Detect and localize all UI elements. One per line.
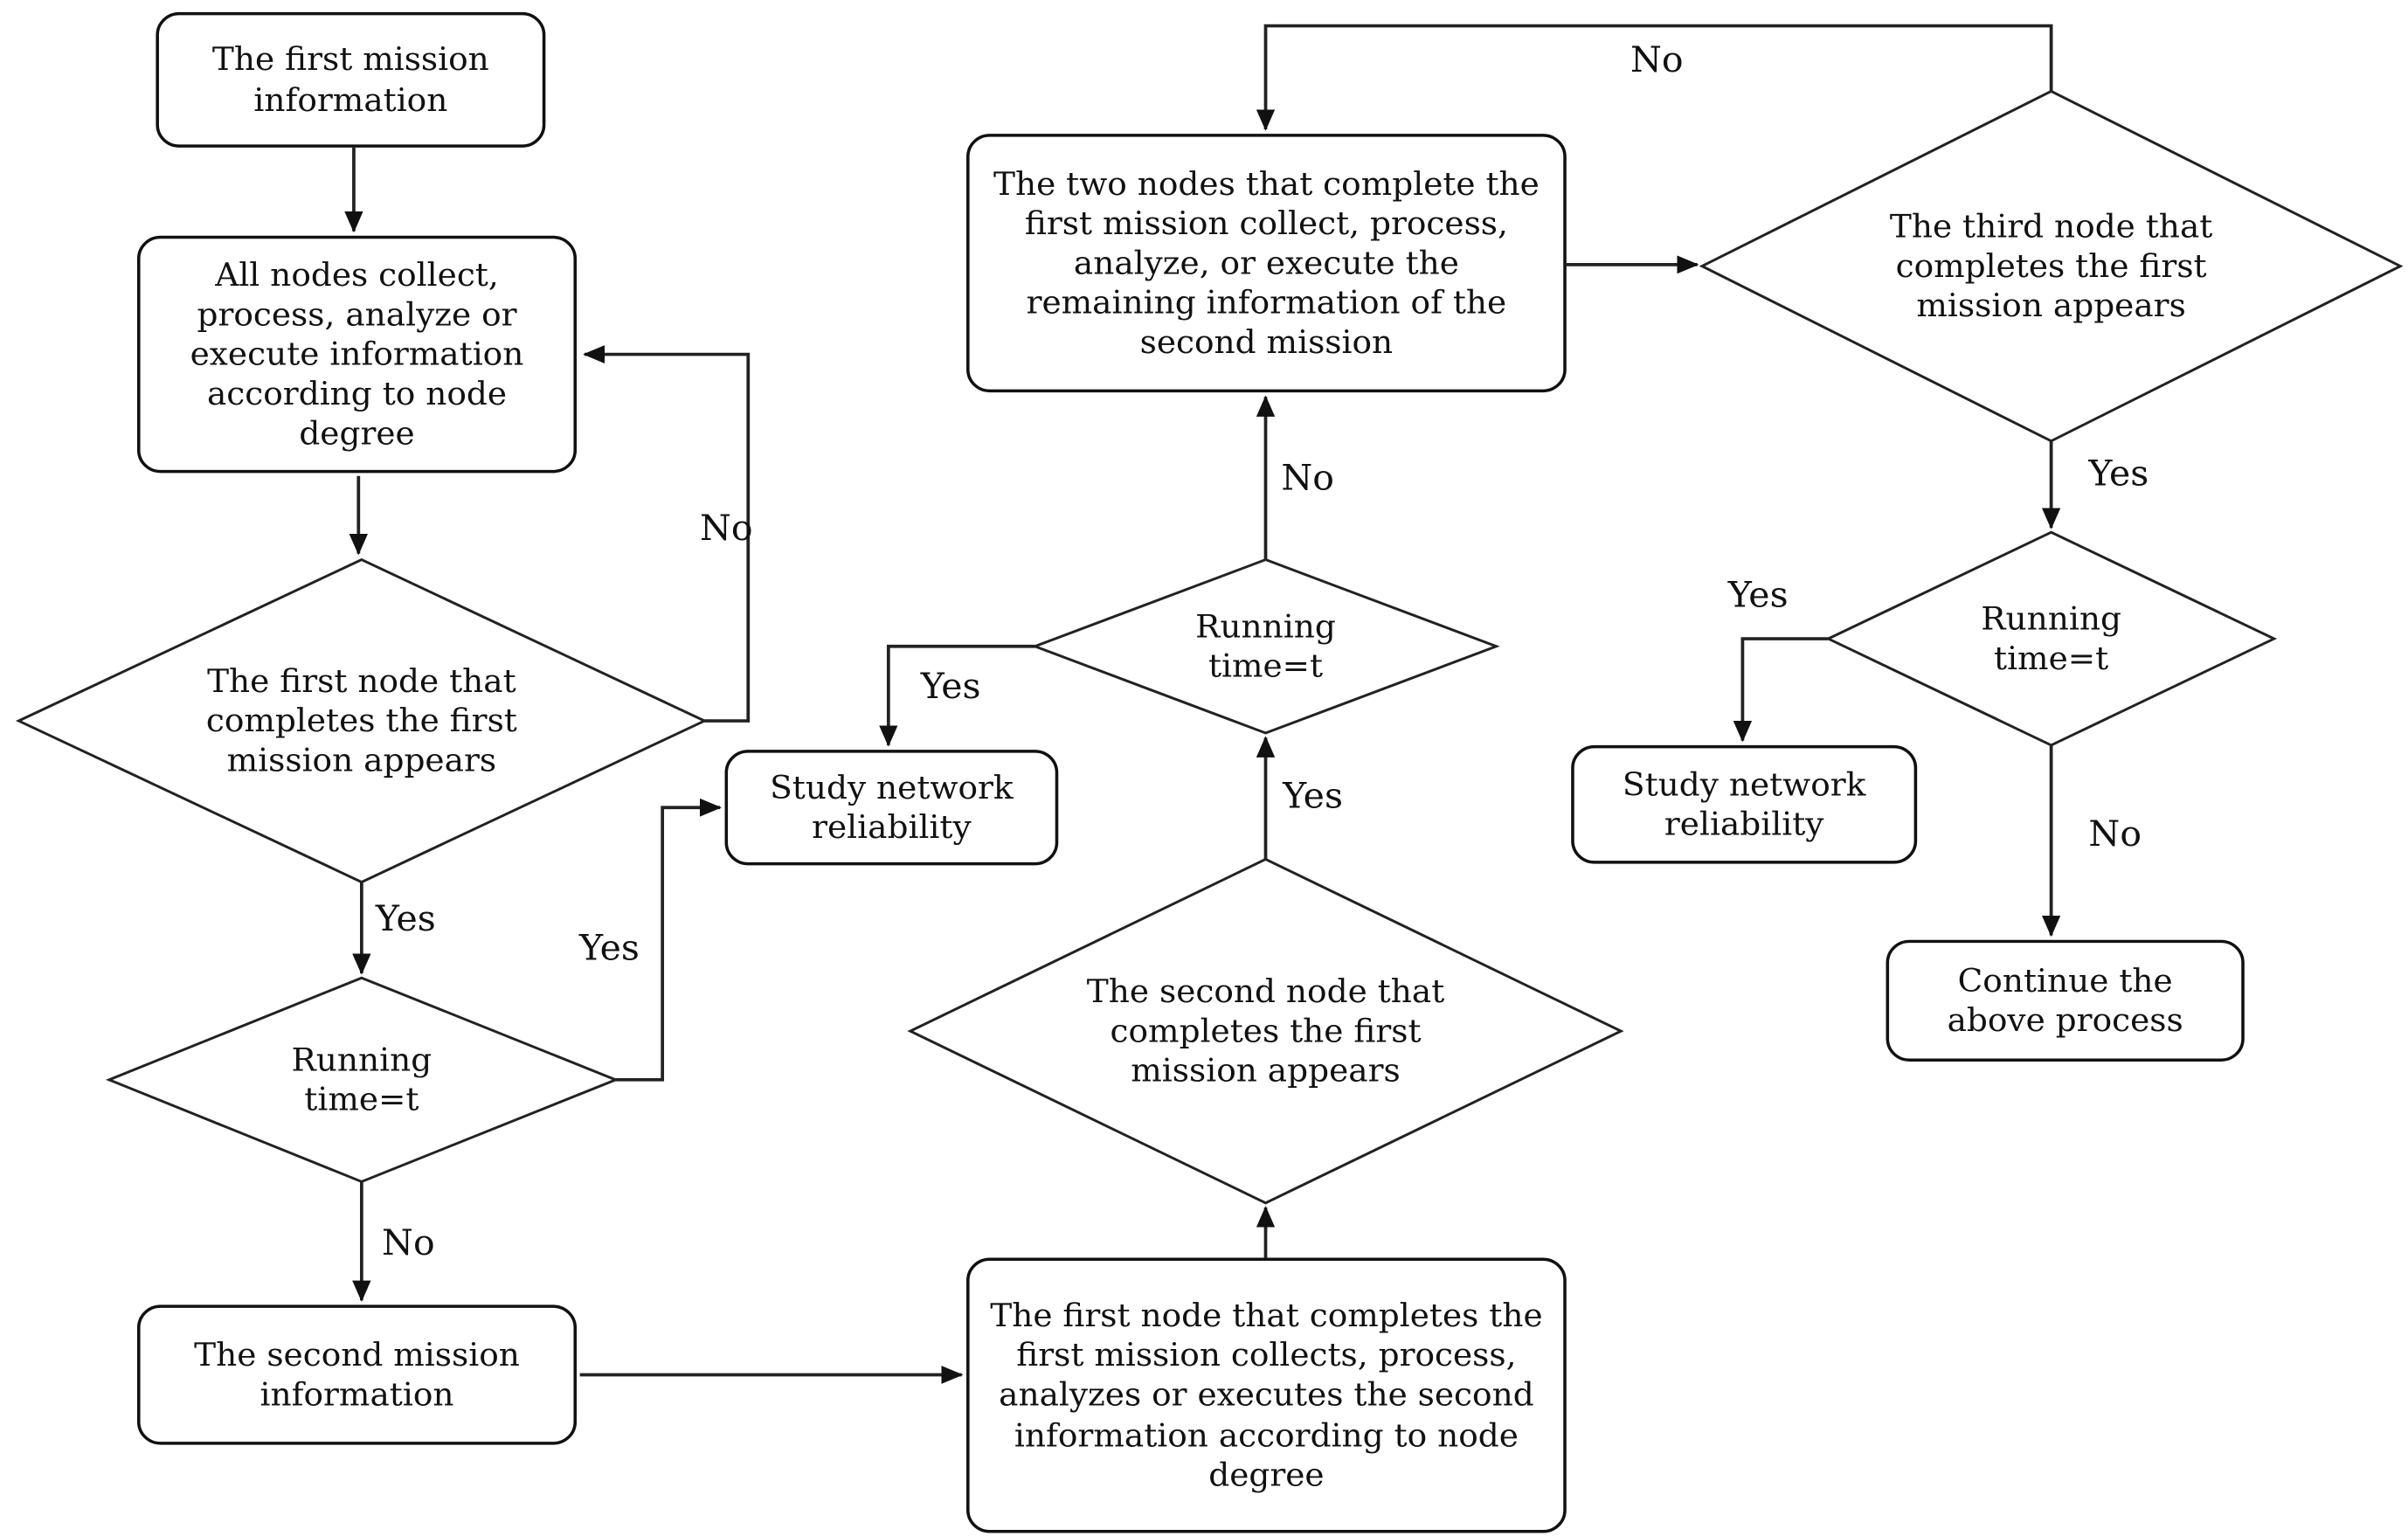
node-label: Continue the above process (1947, 962, 2183, 1039)
node-label: The second mission information (194, 1336, 520, 1414)
diamond-second-node-appears (907, 857, 1624, 1205)
node-study-network-reliability-1: Study network reliability (724, 750, 1059, 866)
edge-label-running3-no: No (2088, 814, 2142, 855)
node-label: All nodes collect, process, analyze or e… (190, 257, 524, 453)
diamond-running-time-3 (1825, 530, 2278, 747)
diamond-running-time-2 (1031, 557, 1500, 735)
node-third-node-appears: The third node that completes the first … (1879, 175, 2222, 357)
node-two-nodes-process-remaining: The two nodes that complete the first mi… (966, 134, 1567, 393)
node-continue-above-process: Continue the above process (1886, 939, 2245, 1062)
edge-label-third-node-yes: Yes (2088, 454, 2149, 495)
edge-running3-yes (1733, 637, 1829, 743)
edge-label-running1-yes: Yes (579, 929, 640, 969)
edge-label-first-node-no: No (699, 509, 753, 550)
node-label: Study network reliability (770, 769, 1014, 846)
node-second-mission-info: The second mission information (136, 1304, 578, 1445)
diamond-first-node-appears (15, 557, 708, 884)
node-running-time-2: Running time=t (1149, 601, 1383, 692)
node-label: Running time=t (291, 1041, 432, 1118)
edge-label-running2-no: No (1281, 459, 1334, 499)
edge-label-second-node-yes: Yes (1283, 777, 1344, 817)
diamond-third-node-appears (1699, 89, 2404, 443)
node-study-network-reliability-2: Study network reliability (1571, 744, 1918, 864)
node-all-nodes-collect: All nodes collect, process, analyze or e… (136, 235, 578, 474)
node-label: The first node that completes the first … (990, 1297, 1543, 1493)
node-label: Study network reliability (1622, 766, 1866, 843)
edge-running1-yes (615, 798, 722, 1082)
diamond-running-time-1 (105, 976, 619, 1184)
node-running-time-3: Running time=t (1934, 593, 2169, 684)
node-first-node-appears: The first node that completes the first … (190, 630, 533, 813)
edge-label-running1-no: No (382, 1224, 435, 1264)
node-label: The first mission information (211, 41, 489, 118)
edge-label-running2-yes: Yes (920, 668, 981, 708)
edge-first-node-no-loop (583, 345, 751, 723)
node-label: The two nodes that complete the first mi… (993, 165, 1540, 361)
edge-label-third-node-loop-no: No (1630, 40, 1684, 81)
node-label: The second node that completes the first… (1086, 972, 1445, 1090)
node-label: Running time=t (1195, 608, 1336, 685)
node-second-node-appears: The second node that completes the first… (1086, 940, 1444, 1123)
edge-running2-yes (879, 644, 1035, 747)
node-first-mission-info: The first mission information (156, 11, 546, 148)
node-label: The first node that completes the first … (205, 662, 517, 779)
edge-third-node-no-loop (1256, 24, 2053, 131)
edge-label-first-node-yes: Yes (375, 900, 436, 940)
edge-label-running3-yes: Yes (1727, 576, 1789, 616)
node-first-node-processes-second: The first node that completes the first … (966, 1257, 1567, 1533)
node-label: Running time=t (1981, 600, 2121, 677)
node-running-time-1: Running time=t (237, 1034, 486, 1125)
node-label: The third node that completes the first … (1889, 208, 2213, 324)
